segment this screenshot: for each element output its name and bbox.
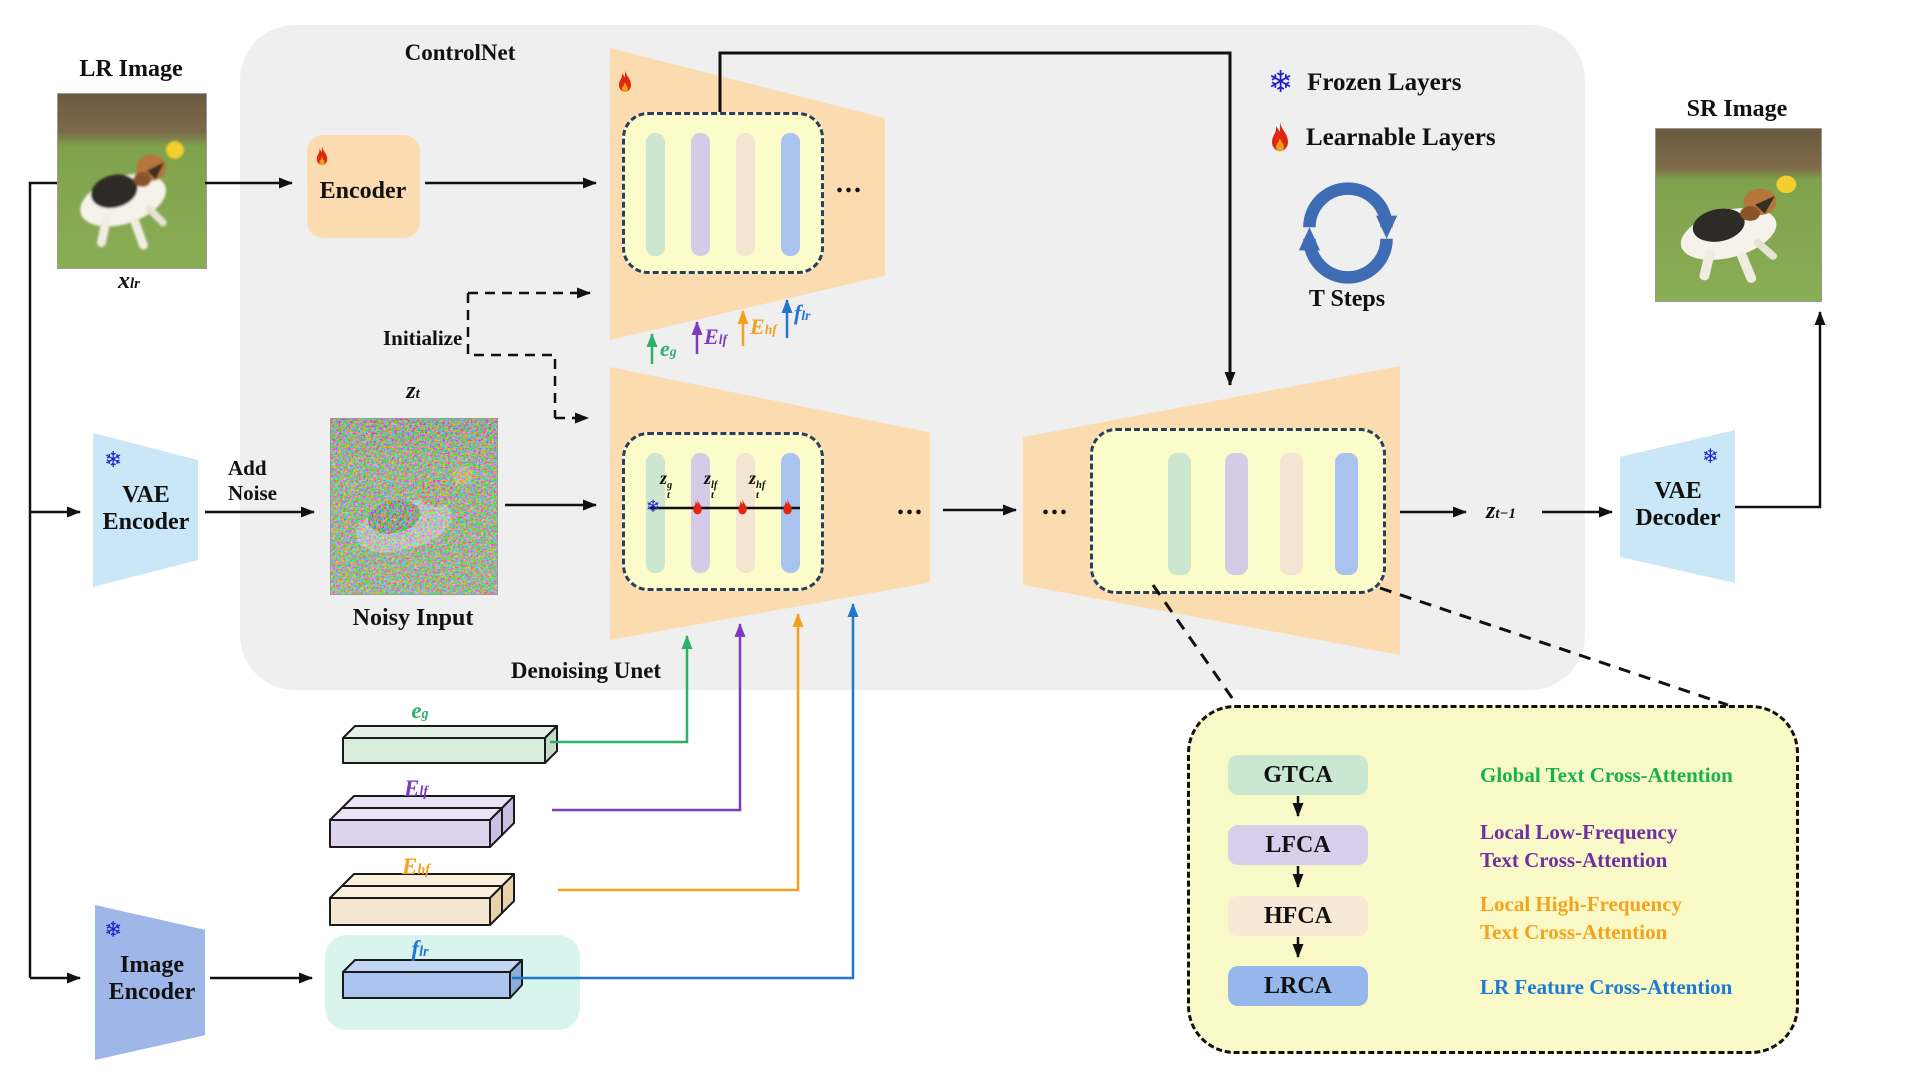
condition-encoder-label: Encoder	[319, 178, 407, 204]
elf-feature-label: Elf	[403, 776, 429, 801]
fire-icon	[738, 499, 747, 515]
fire-icon	[783, 499, 792, 515]
gtca-description: Global Text Cross-Attention	[1480, 763, 1733, 787]
lrca-description: LR Feature Cross-Attention	[1480, 975, 1733, 999]
legend-frozen: ❄ Frozen Layers	[1268, 65, 1462, 100]
sr-image	[1655, 128, 1822, 302]
hfca-layer-bar	[1280, 453, 1303, 575]
eg-bar-top	[342, 725, 558, 739]
sr-image-title: SR Image	[1686, 96, 1788, 122]
t-steps-label: T Steps	[1308, 286, 1386, 312]
unet-ellipsis: ...	[897, 490, 924, 521]
ehf-bar-top	[329, 885, 503, 899]
eg-arrow-label: eg	[660, 336, 677, 361]
noisy-input-title: Noisy Input	[352, 605, 474, 631]
ehf-arrow-label: Ehf	[750, 314, 777, 339]
lrca-layer-bar	[781, 133, 800, 256]
lfca-layer-bar	[691, 133, 710, 256]
snowflake-icon: ❄	[104, 448, 123, 473]
t-steps-cycle-icon	[1298, 182, 1398, 284]
elf-bar-top	[329, 807, 503, 821]
lfca-box: LFCA	[1228, 825, 1368, 865]
ehf-bar	[329, 897, 491, 926]
elf-bar	[329, 819, 491, 848]
z-t-label: zt	[406, 378, 420, 404]
gtca-layer-bar	[646, 133, 665, 256]
lfca-layer-bar	[1225, 453, 1248, 575]
controlnet-layer-stack	[622, 112, 824, 274]
fire-icon	[316, 146, 328, 166]
gtca-layer-bar	[1168, 453, 1191, 575]
lrca-box: LRCA	[1228, 966, 1368, 1006]
gtca-box: GTCA	[1228, 755, 1368, 795]
decoder-ellipsis: ...	[1042, 490, 1069, 521]
hfca-layer-bar	[736, 133, 755, 256]
vae-decoder-to-sr-arrow	[1735, 311, 1826, 509]
gtca-layer-bar	[646, 453, 665, 573]
fire-icon	[619, 70, 631, 93]
snowflake-icon: ❄	[1268, 65, 1294, 100]
lr-branch-line	[28, 181, 57, 978]
flr-bar	[342, 971, 511, 999]
fire-icon	[1272, 122, 1288, 152]
lrca-layer-bar	[1335, 453, 1358, 575]
snowflake-icon: ❄	[1702, 444, 1719, 468]
fire-icon	[693, 499, 702, 515]
vae-decoder	[1620, 430, 1735, 583]
hfca-box: HFCA	[1228, 896, 1368, 936]
denoising-unet-title: Denoising Unet	[510, 658, 662, 683]
vae-encoder	[93, 433, 198, 587]
flr-bar-top	[342, 959, 523, 973]
flr-feature-label: flr	[411, 936, 429, 961]
feature-tensor-bars	[329, 725, 558, 999]
condition-encoder-box	[307, 135, 420, 238]
legend-learnable: Learnable Layers	[1268, 122, 1496, 154]
x-lr-label: xlr	[118, 268, 140, 294]
lr-image-title: LR Image	[79, 56, 183, 82]
elf-arrow-label: Elf	[704, 324, 728, 349]
controlnet-ellipsis: ...	[836, 168, 863, 199]
flr-arrow-label: flr	[794, 300, 811, 325]
snowflake-icon: ❄	[646, 497, 661, 517]
lr-image	[57, 93, 207, 269]
decoder-layer-stack	[1090, 428, 1386, 594]
z-prev-label: zt−1	[1486, 498, 1516, 524]
ehf-feature-label: Ehf	[401, 854, 431, 879]
eg-feature-label: eg	[411, 698, 429, 723]
image-encoder	[95, 905, 205, 1060]
eg-bar	[342, 737, 546, 764]
initialize-label: Initialize	[383, 326, 463, 350]
noisy-input-image	[330, 418, 498, 595]
controlnet-title: ControlNet	[404, 40, 516, 65]
snowflake-icon: ❄	[104, 918, 123, 943]
